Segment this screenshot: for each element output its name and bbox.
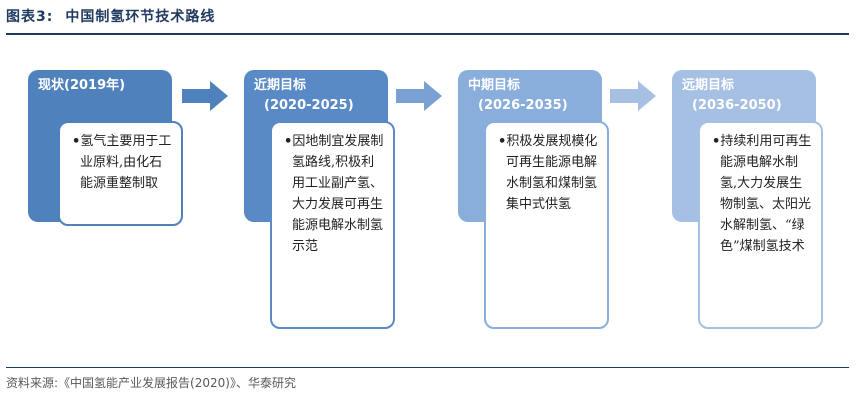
stage-mid-term-text-body: 积极发展规模化可再生能源电解水制氢和煤制氢集中式供氢 [506,134,598,212]
arrow-right-icon [396,81,442,111]
stage-long-term-title-line1: 远期目标 [682,78,735,93]
stage-mid-term-title-line2: (2026-2035) [478,98,568,113]
stage-mid-term-card: •积极发展规模化可再生能源电解水制氢和煤制氢集中式供氢 [484,121,609,329]
bottom-rule [6,367,849,368]
figure-title-text: 中国制氢环节技术路线 [65,9,216,25]
stage-long-term-title: 远期目标 (2036-2050) [672,70,816,116]
arrow-right-icon [610,81,656,111]
stage-near-term-title-line2: (2020-2025) [264,98,354,113]
stage-near-term-card: •因地制宜发展制氢路线,积极利用工业副产氢、大力发展可再生能源电解水制氢示范 [270,121,395,329]
stage-near-term-title: 近期目标 (2020-2025) [244,70,388,116]
stage-long-term-title-line2: (2036-2050) [692,98,782,113]
stage-current-text-body: 氢气主要用于工业原料,由化石能源重整制取 [80,134,172,191]
source-note: 资料来源:《中国氢能产业发展报告(2020)》、华泰研究 [6,376,296,390]
stage-mid-term-title-line1: 中期目标 [468,78,521,93]
stage-current-card: •氢气主要用于工业原料,由化石能源重整制取 [58,121,183,226]
stage-mid-term-text: •积极发展规模化可再生能源电解水制氢和煤制氢集中式供氢 [498,131,601,215]
stage-near-term-text: •因地制宜发展制氢路线,积极利用工业副产氢、大力发展可再生能源电解水制氢示范 [284,131,387,257]
figure-number: 图表3: [6,9,54,25]
stage-long-term-card: •持续利用可再生能源电解水制氢,大力发展生物制氢、太阳光水解制氢、“绿色”煤制氢… [698,121,823,329]
stage-near-term-text-body: 因地制宜发展制氢路线,积极利用工业副产氢、大力发展可再生能源电解水制氢示范 [292,134,384,254]
arrow-right-icon [182,81,228,111]
stage-near-term-title-line1: 近期目标 [254,78,307,93]
stage-current-text: •氢气主要用于工业原料,由化石能源重整制取 [72,131,175,194]
stage-long-term-text: •持续利用可再生能源电解水制氢,大力发展生物制氢、太阳光水解制氢、“绿色”煤制氢… [712,131,815,257]
stage-current-title-line1: 现状(2019年) [38,78,126,93]
stage-long-term-text-body: 持续利用可再生能源电解水制氢,大力发展生物制氢、太阳光水解制氢、“绿色”煤制氢技… [720,134,812,254]
figure-title: 图表3: 中国制氢环节技术路线 [6,6,215,26]
bullet: • [284,134,293,149]
bullet: • [498,134,507,149]
bullet: • [72,134,81,149]
stage-current-title: 现状(2019年) [28,70,172,96]
bullet: • [712,134,721,149]
top-rule [6,33,849,35]
stage-mid-term-title: 中期目标 (2026-2035) [458,70,602,116]
